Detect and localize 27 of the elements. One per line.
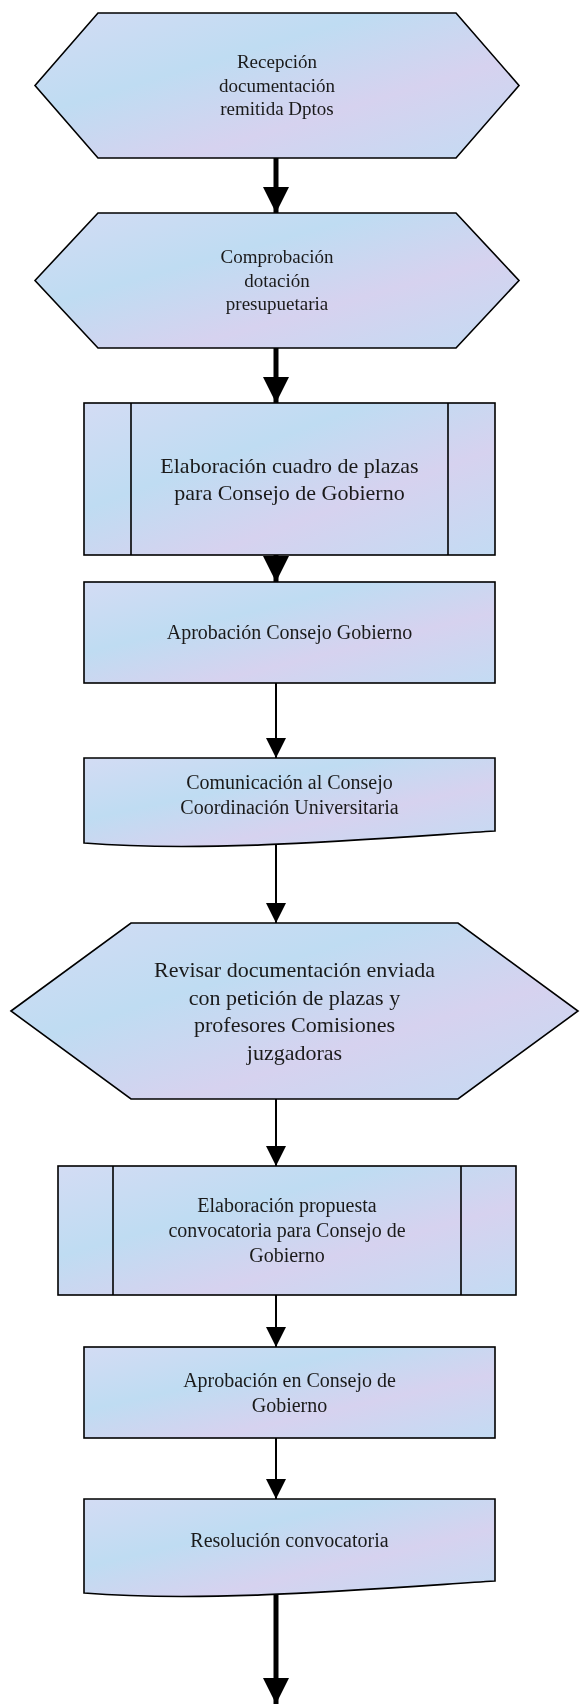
- node-text: Comunicación al Consejo Coordinación Universitaria: [179, 769, 400, 820]
- arrow: [266, 843, 286, 924]
- process-box: [84, 1347, 495, 1438]
- node-text: Elaboración cuadro de plazas para Consejo de Gobierno: [159, 451, 420, 507]
- arrow: [263, 555, 289, 582]
- arrow: [266, 1437, 286, 1500]
- node-text: Comprobación dotación presupuetaria: [219, 244, 335, 317]
- node-text: Elaboración propuesta convocatoria para Consejo de Gobierno: [167, 1193, 407, 1268]
- arrow: [266, 1098, 286, 1167]
- hexagon-node: [11, 923, 578, 1099]
- arrow: [263, 348, 289, 403]
- arrow: [263, 1594, 289, 1704]
- arrow: [266, 682, 286, 759]
- arrow: [263, 158, 289, 213]
- node-text: Resolución convocatoria: [189, 1527, 390, 1553]
- node-text: Recepción documentación remitida Dptos: [217, 49, 337, 122]
- node-text: Aprobación en Consejo de Gobierno: [182, 1367, 397, 1418]
- node-text: Revisar documentación enviada con petición de plazas y profesores Comisiones juzgadoras: [153, 956, 436, 1066]
- document-shape: [84, 1499, 495, 1599]
- document-shape: [84, 758, 495, 849]
- node-text: Aprobación Consejo Gobierno: [165, 620, 414, 645]
- predefined-process-box: [84, 403, 495, 555]
- process-box: [84, 582, 495, 683]
- arrow: [266, 1294, 286, 1348]
- hexagon-node: [35, 13, 519, 158]
- hexagon-node: [35, 213, 519, 348]
- predefined-process-box: [58, 1166, 516, 1295]
